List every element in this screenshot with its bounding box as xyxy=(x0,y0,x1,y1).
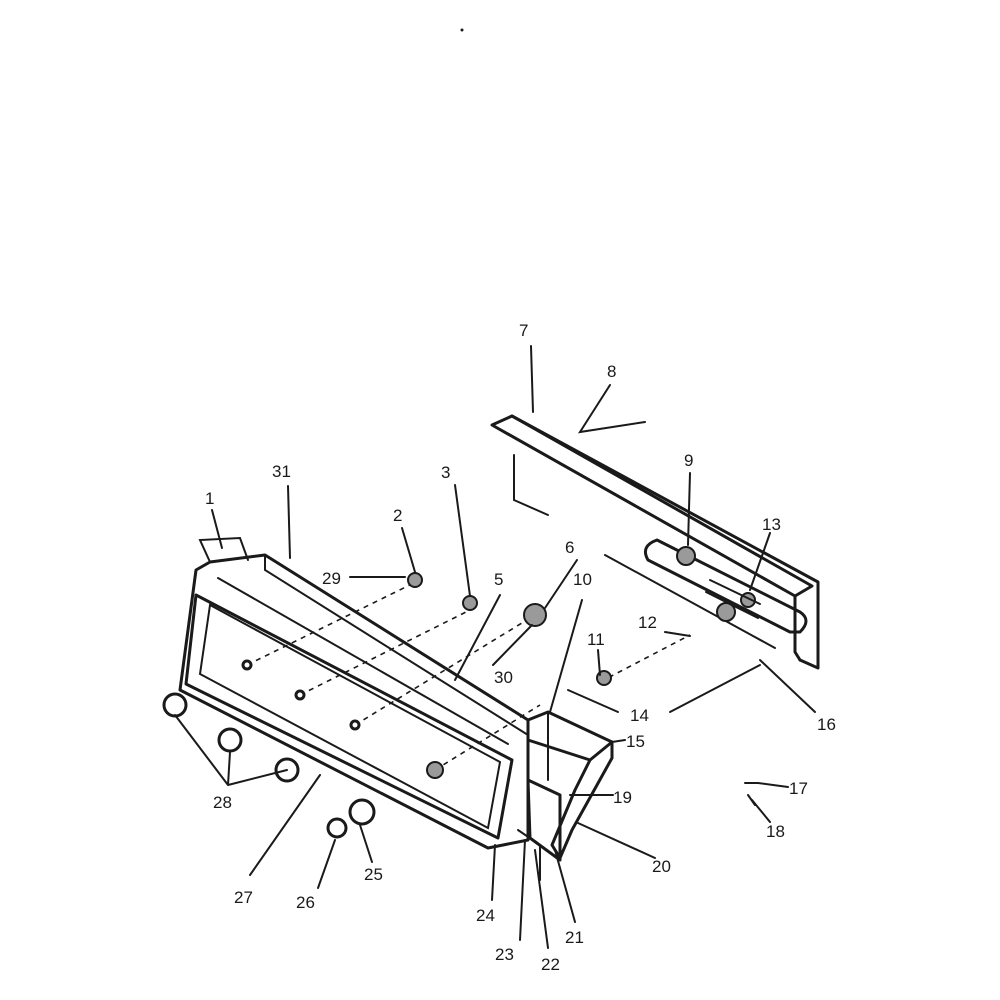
scan-speck xyxy=(460,28,464,32)
callout-25: 25 xyxy=(364,865,383,884)
callout-14: 14 xyxy=(630,706,649,725)
hardware-group xyxy=(162,572,759,839)
callout-27: 27 xyxy=(234,888,253,907)
callout-5: 5 xyxy=(494,570,503,589)
callout-16: 16 xyxy=(817,715,836,734)
callout-labels: 1 2 3 5 6 7 8 9 10 11 12 13 14 15 16 17 … xyxy=(205,321,836,974)
callout-1: 1 xyxy=(205,489,214,508)
callout-24: 24 xyxy=(476,906,495,925)
callout-2: 2 xyxy=(393,506,402,525)
callout-11: 11 xyxy=(587,630,605,649)
callout-26: 26 xyxy=(296,893,315,912)
callout-10: 10 xyxy=(573,570,592,589)
callout-13: 13 xyxy=(762,515,781,534)
callout-6: 6 xyxy=(565,538,574,557)
callout-17: 17 xyxy=(789,779,808,798)
callout-15: 15 xyxy=(626,732,645,751)
leader-lines xyxy=(174,345,816,949)
callout-30: 30 xyxy=(494,668,513,687)
callout-23: 23 xyxy=(495,945,514,964)
callout-19: 19 xyxy=(613,788,632,807)
callout-12: 12 xyxy=(638,613,657,632)
callout-20: 20 xyxy=(652,857,671,876)
callout-8: 8 xyxy=(607,362,616,381)
front-panel-assembly xyxy=(178,536,530,850)
upper-bracket-channel xyxy=(490,414,820,670)
callout-28: 28 xyxy=(213,793,232,812)
callout-9: 9 xyxy=(684,451,693,470)
callout-22: 22 xyxy=(541,955,560,974)
callout-7: 7 xyxy=(519,321,528,340)
callout-29: 29 xyxy=(322,569,341,588)
callout-3: 3 xyxy=(441,463,450,482)
callout-31: 31 xyxy=(272,462,291,481)
callout-21: 21 xyxy=(565,928,584,947)
callout-18: 18 xyxy=(766,822,785,841)
